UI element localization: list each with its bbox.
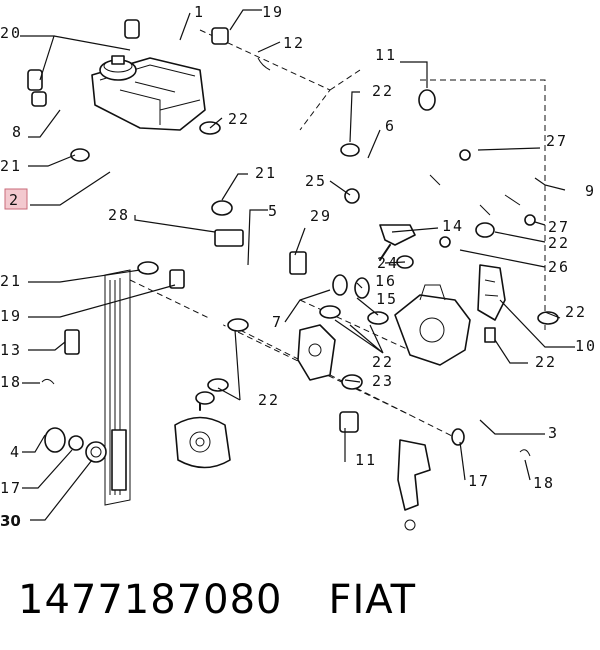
callout-22-right: 22 <box>548 234 570 252</box>
callout-18-left: 18 <box>0 373 22 391</box>
callout-11-top: 11 <box>375 46 397 64</box>
brand-name: FIAT <box>328 577 416 623</box>
callout-8: 8 <box>12 123 23 141</box>
hose-lower-long <box>39 284 224 441</box>
hose-1 <box>169 36 292 158</box>
thermostat-housing <box>394 264 506 366</box>
callout-18-right: 18 <box>533 474 555 492</box>
pipe-9 <box>420 135 540 216</box>
leader-lines <box>20 9 575 521</box>
cooling-hoses-exploded-diagram: 1 19 20 12 11 8 22 22 6 27 21 21 2 25 9 … <box>0 3 597 531</box>
callout-12: 12 <box>283 34 305 52</box>
callout-20: 20 <box>0 24 22 42</box>
callout-15: 15 <box>376 290 398 308</box>
bracket-lower <box>397 439 431 531</box>
highlight-box-2 <box>4 188 28 210</box>
callout-22-thermostat: 22 <box>535 353 557 371</box>
hose-2 <box>93 147 220 203</box>
callout-22-upper: 22 <box>372 82 394 100</box>
callout-19-top: 19 <box>262 3 284 21</box>
callout-13: 13 <box>0 341 22 359</box>
callout-26: 26 <box>548 258 570 276</box>
callout-19-left: 19 <box>0 307 22 325</box>
footer: 1477187080 FIAT <box>18 565 416 635</box>
hose-5 <box>174 239 271 298</box>
hose-10 <box>491 316 544 334</box>
callout-7: 7 <box>272 313 283 331</box>
hose-6 <box>338 108 387 257</box>
callout-23: 23 <box>372 372 394 390</box>
callout-numbers: 1 19 20 12 11 8 22 22 6 27 21 21 2 25 9 … <box>0 3 597 530</box>
callout-10: 10 <box>575 337 597 355</box>
radiator <box>104 269 131 506</box>
hose-8 <box>52 52 88 108</box>
callout-14: 14 <box>442 217 464 235</box>
callout-11-bottom: 11 <box>355 451 377 469</box>
callout-17-center: 17 <box>468 472 490 490</box>
small-parts <box>27 19 559 463</box>
callout-2: 2 <box>9 191 20 209</box>
hose-3 <box>446 362 496 434</box>
assembly-dashed-lines <box>129 29 546 441</box>
callout-3: 3 <box>548 424 559 442</box>
callout-9: 9 <box>585 182 596 200</box>
callout-27-top: 27 <box>546 132 568 150</box>
callout-28: 28 <box>108 206 130 224</box>
callout-4: 4 <box>10 443 21 461</box>
callout-25: 25 <box>305 172 327 190</box>
callout-16: 16 <box>375 272 397 290</box>
junction-housing <box>297 324 336 381</box>
callout-1: 1 <box>194 3 205 21</box>
callout-24: 24 <box>377 254 399 272</box>
callout-30: 30 <box>0 512 21 530</box>
callout-22-lower: 22 <box>258 391 280 409</box>
callout-5: 5 <box>268 202 279 220</box>
callout-21-center: 21 <box>255 164 277 182</box>
callout-22-tank: 22 <box>228 110 250 128</box>
callout-6: 6 <box>385 117 396 135</box>
bracket-14 <box>379 224 416 261</box>
callout-22-far-right: 22 <box>565 303 587 321</box>
callout-29: 29 <box>310 207 332 225</box>
callout-21-lower: 21 <box>0 272 22 290</box>
part-number: 1477187080 <box>18 577 283 623</box>
callout-17-left: 17 <box>0 479 22 497</box>
callout-21-left: 21 <box>0 157 22 175</box>
callout-27-bottom: 27 <box>548 218 570 236</box>
heat-exchanger <box>174 397 231 469</box>
callout-22-junction: 22 <box>372 353 394 371</box>
expansion-tank <box>91 55 206 131</box>
